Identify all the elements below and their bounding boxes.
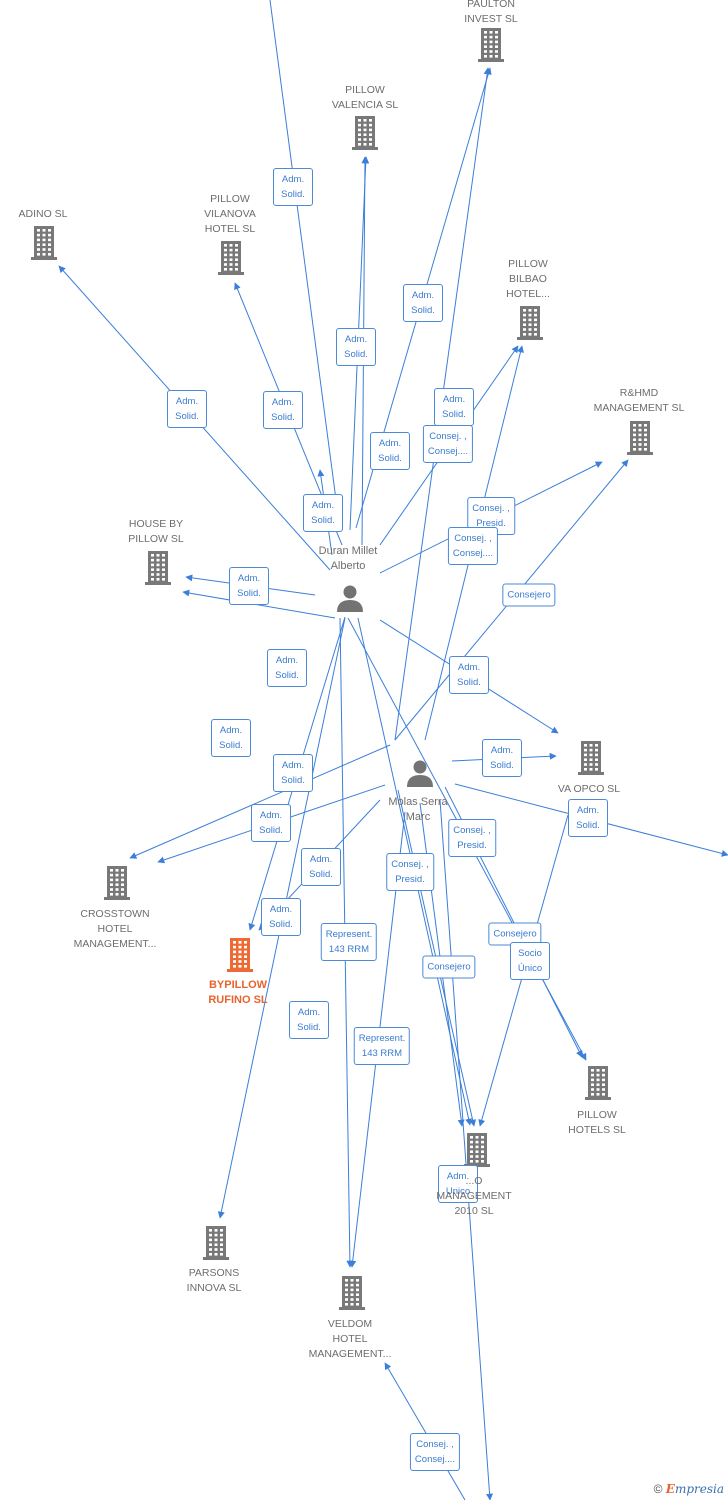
relation-edge [129,744,391,859]
relation-label[interactable]: Adm. Solid. [434,388,474,426]
relation-label[interactable]: Adm. Solid. [229,567,269,605]
company-name[interactable]: BYPILLOW RUFINO SL [208,979,268,1006]
relation-label[interactable]: Adm. Unico [438,1165,478,1203]
relation-label[interactable]: Adm. Solid. [289,1001,329,1039]
relation-label[interactable]: Consej. , Consej.... [447,527,499,565]
relation-label[interactable]: Adm. Solid. [370,432,410,470]
relation-label[interactable]: Adm. Solid. [261,898,301,936]
relation-label[interactable]: Consej. , Consej.... [409,1433,461,1471]
relation-edge [439,799,494,1500]
relation-edge [384,1362,466,1500]
relation-label[interactable]: Consej. , Consej.... [422,425,474,463]
relation-label[interactable]: Adm. Solid. [273,168,313,206]
building-icon[interactable] [339,1276,365,1310]
relation-label[interactable]: Adm. Solid. [336,328,376,366]
relation-label[interactable]: Adm. Solid. [303,494,343,532]
building-icon[interactable] [627,421,653,455]
company-name[interactable]: VELDOM HOTEL MANAGEMENT... [308,1318,392,1360]
company-name[interactable]: ...O MANAGEMENT 2010 SL [436,1175,512,1217]
company-name[interactable]: PAULTON INVEST SL [464,0,518,25]
relation-label[interactable]: Adm. Solid. [267,649,307,687]
relation-label[interactable]: Adm. Solid. [449,656,489,694]
building-icon[interactable] [352,116,378,150]
company-name[interactable]: PILLOW VILANOVA HOTEL SL [204,193,256,235]
relation-label[interactable]: Socio Único [510,942,550,980]
company-name[interactable]: HOUSE BY PILLOW SL [128,518,184,545]
relation-label[interactable]: Consejero [422,955,476,979]
company-name[interactable]: PARSONS INNOVA SL [186,1267,242,1294]
relation-label[interactable]: Adm. Solid. [211,719,251,757]
relation-label[interactable]: Adm. Solid. [568,799,608,837]
company-name[interactable]: PILLOW BILBAO HOTEL... [506,258,550,300]
building-icon[interactable] [585,1066,611,1100]
relation-label[interactable]: Consejero [502,583,556,607]
building-icon[interactable] [517,306,543,340]
company-name[interactable]: CROSSTOWN HOTEL MANAGEMENT... [73,908,157,950]
relation-label[interactable]: Adm. Solid. [403,284,443,322]
building-icon[interactable] [31,226,57,260]
relation-label[interactable]: Consej. , Presid. [386,853,434,891]
empresia-logo[interactable]: Empresia [665,1482,724,1496]
building-icon[interactable] [104,866,130,900]
person-icon[interactable] [407,760,433,788]
company-name[interactable]: ADINO SL [18,208,68,220]
company-name[interactable]: VA OPCO SL [557,783,621,795]
building-icon[interactable] [578,741,604,775]
company-name[interactable]: PILLOW HOTELS SL [568,1109,626,1136]
relation-label[interactable]: Consej. , Presid. [448,819,496,857]
building-icon[interactable] [227,938,253,972]
building-icon[interactable] [464,1133,490,1167]
person-name[interactable]: Duran Millet Alberto [318,545,378,572]
building-icon[interactable] [478,28,504,62]
relation-label[interactable]: Adm. Solid. [263,391,303,429]
nodes-layer [31,28,653,1310]
building-icon[interactable] [145,551,171,585]
relation-label[interactable]: Adm. Solid. [251,804,291,842]
relation-edge [269,0,343,531]
person-name[interactable]: Molas Serra Marc [388,796,448,823]
relation-label[interactable]: Represent. 143 RRM [353,1027,411,1065]
relation-edge [182,589,336,619]
footer: © Empresia [654,1482,724,1496]
company-name[interactable]: PILLOW VALENCIA SL [331,84,399,111]
relation-label[interactable]: Adm. Solid. [273,754,313,792]
building-icon[interactable] [203,1226,229,1260]
copyright-symbol: © [653,1482,663,1496]
relation-label[interactable]: Adm. Solid. [167,390,207,428]
company-name[interactable]: R&HMD MANAGEMENT SL [593,387,685,414]
relation-label[interactable]: Adm. Solid. [301,848,341,886]
relation-label[interactable]: Represent. 143 RRM [320,923,378,961]
relation-label[interactable]: Adm. Solid. [482,739,522,777]
person-icon[interactable] [337,585,363,613]
building-icon[interactable] [218,241,244,275]
